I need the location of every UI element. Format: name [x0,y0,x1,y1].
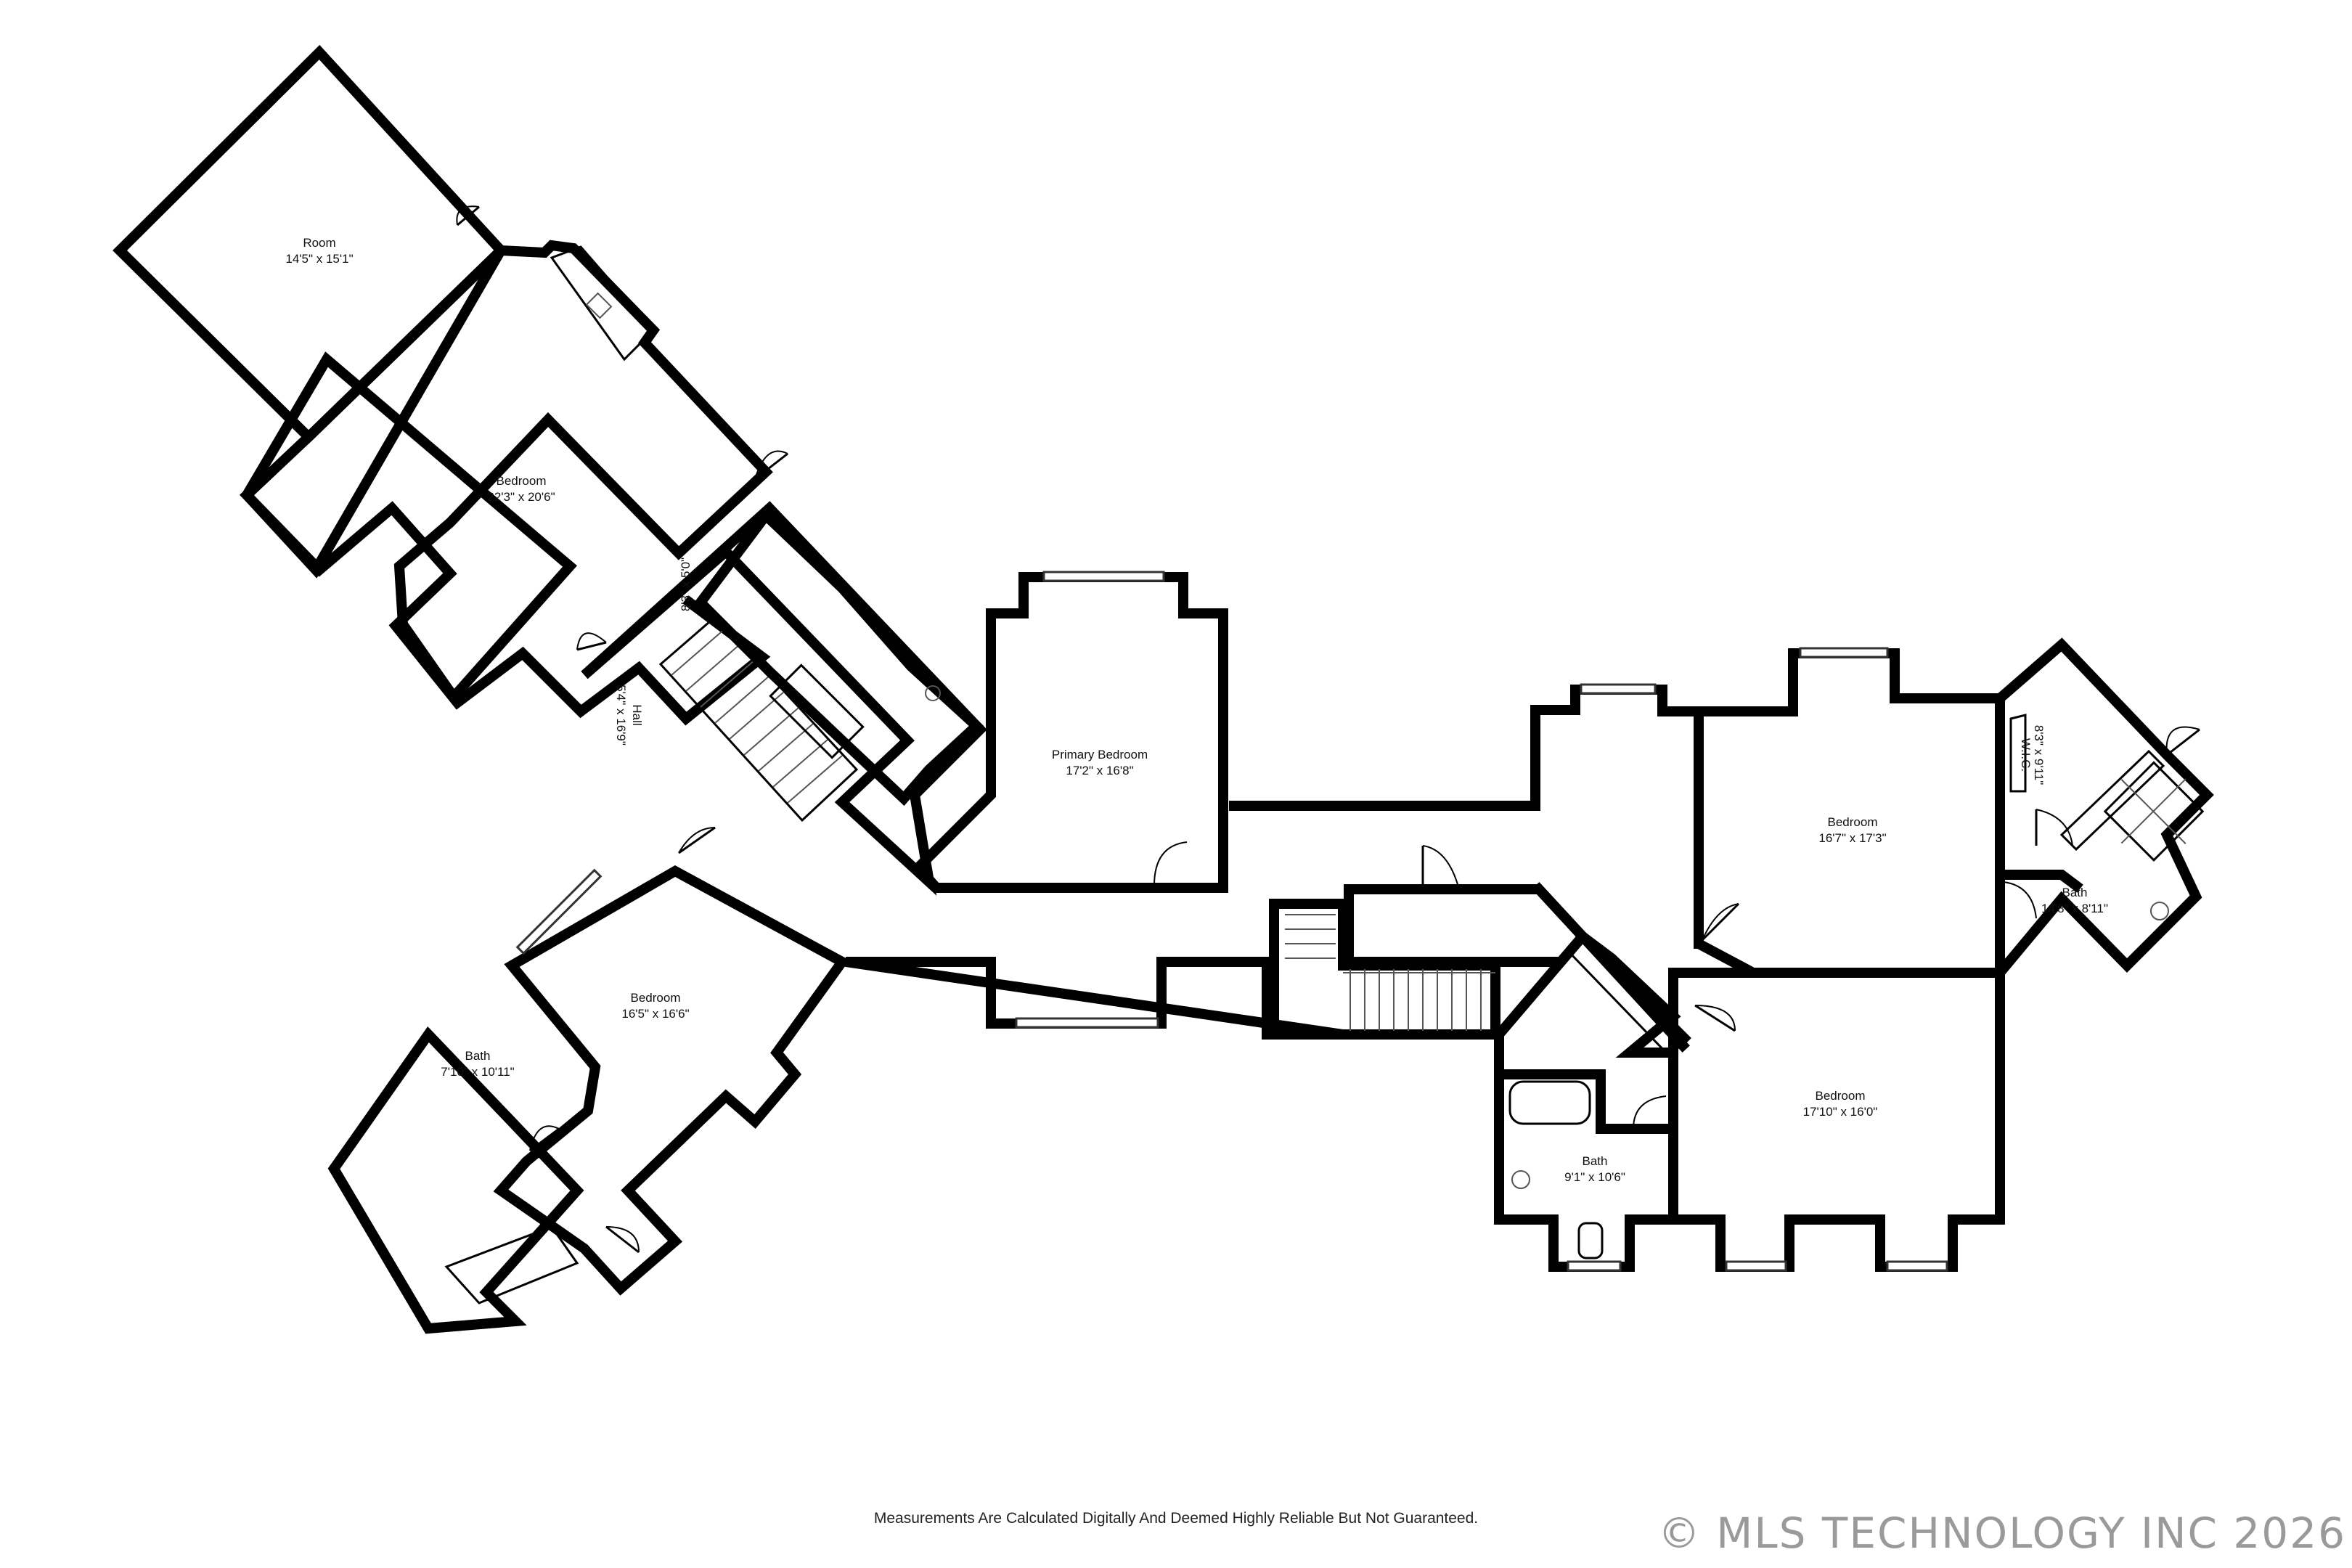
door-sw-closet [605,1225,640,1254]
corridor-window-e [1580,683,1657,695]
bath-c-dims: 9'1" x 10'6" [1564,1170,1625,1184]
bath-e-label: Bath [2062,886,2088,899]
hall-label: Hall [630,704,644,725]
bath-e-wall [1995,870,2083,893]
bedroom-nw-inner [240,243,771,726]
sink [585,292,613,319]
bedroom-sw-walls [493,865,850,1296]
bedroom-nw-label: Bedroom [497,474,547,488]
primary-walls [911,572,1228,893]
stair-a [658,615,859,822]
room-a-dims: 14'5" x 15'1" [285,252,353,266]
door-landing [1421,845,1460,890]
bath-c-label: Bath [1583,1154,1608,1168]
bedroom-e2-walls [1668,968,2005,1272]
vanity-c [1566,934,1686,1058]
corridor-window [1015,1017,1159,1029]
toilet-c [1577,1222,1604,1259]
sink-a [925,685,941,701]
bath-sw-label: Bath [465,1049,491,1063]
bath-sw-tub [444,1225,579,1304]
stair-a-treads [671,627,843,804]
bedroom-e2-dims: 17'10" x 16'0" [1803,1105,1878,1119]
bath-core [693,507,984,807]
closet-dims: 8'3" x 5'0" [679,558,693,611]
door-wic [2035,809,2073,846]
shower-x2 [2120,778,2186,844]
door-room-a [456,205,480,226]
disclaimer-text: Measurements Are Calculated Digitally An… [873,1510,1479,1527]
door-bath-e [2002,881,2037,919]
wic-walls [1995,637,2214,987]
door-primary [1153,841,1188,887]
stair-block [1269,899,1500,1040]
bedroom-e1-dims: 16'7" x 17'3" [1818,831,1886,845]
sink-e [2150,902,2169,920]
door-shower [2165,726,2200,756]
copyright-watermark: © MLS TECHNOLOGY INC 2026 [1657,1508,2346,1558]
primary-window [1042,571,1165,582]
room-a-label: Room [303,236,335,250]
e2-window2 [1886,1260,1948,1272]
door-bath-sw [529,1125,560,1152]
door-nw-bedroom [754,450,788,481]
tub-a [769,663,865,759]
bedroom-sw-dims: 16'5" x 16'6" [621,1007,689,1021]
bath-e-dims: 14'8" x 8'11" [2041,902,2108,915]
door-e1 [1701,902,1740,942]
bath-sw-walls [327,1026,584,1334]
wic-shelf [2009,714,2027,793]
bath-c-walls [1494,929,1681,1272]
e1-window [1799,647,1889,658]
primary-label: Primary Bedroom [1052,748,1148,761]
bedroom-nw-dims: 22'3" x 20'6" [487,490,555,504]
door-bath-c [1633,1095,1667,1130]
bedroom-nw-walls [240,240,773,706]
sw-window [515,868,603,955]
wic-dims: 8'3" x 9'11" [2032,725,2046,785]
bedroom-e1-label: Bedroom [1828,815,1878,829]
door-sw-bedroom [678,826,716,854]
door-hall [576,632,607,651]
e2-window1 [1725,1260,1787,1272]
tub-c [1508,1080,1591,1125]
door-e2 [1694,1004,1736,1032]
primary-dims: 17'2" x 16'8" [1066,764,1133,777]
stair-b [1285,914,1495,1031]
bedroom-e2-label: Bedroom [1816,1089,1866,1103]
hall-dims: 5'4" x 16'9" [614,685,628,746]
wic-label: W.I.C. [2019,738,2033,772]
wic-shelf2 [2059,749,2165,852]
cabinet [550,245,656,362]
corridor-wall [1229,685,1704,949]
bedroom-e1-walls [1694,648,2005,978]
bath-c-window [1567,1260,1622,1272]
bedroom-sw-label: Bedroom [631,991,681,1005]
hall-walls [581,501,987,896]
sink-c [1511,1170,1530,1189]
bath-sw-dims: 7'10" x 10'11" [441,1065,514,1079]
